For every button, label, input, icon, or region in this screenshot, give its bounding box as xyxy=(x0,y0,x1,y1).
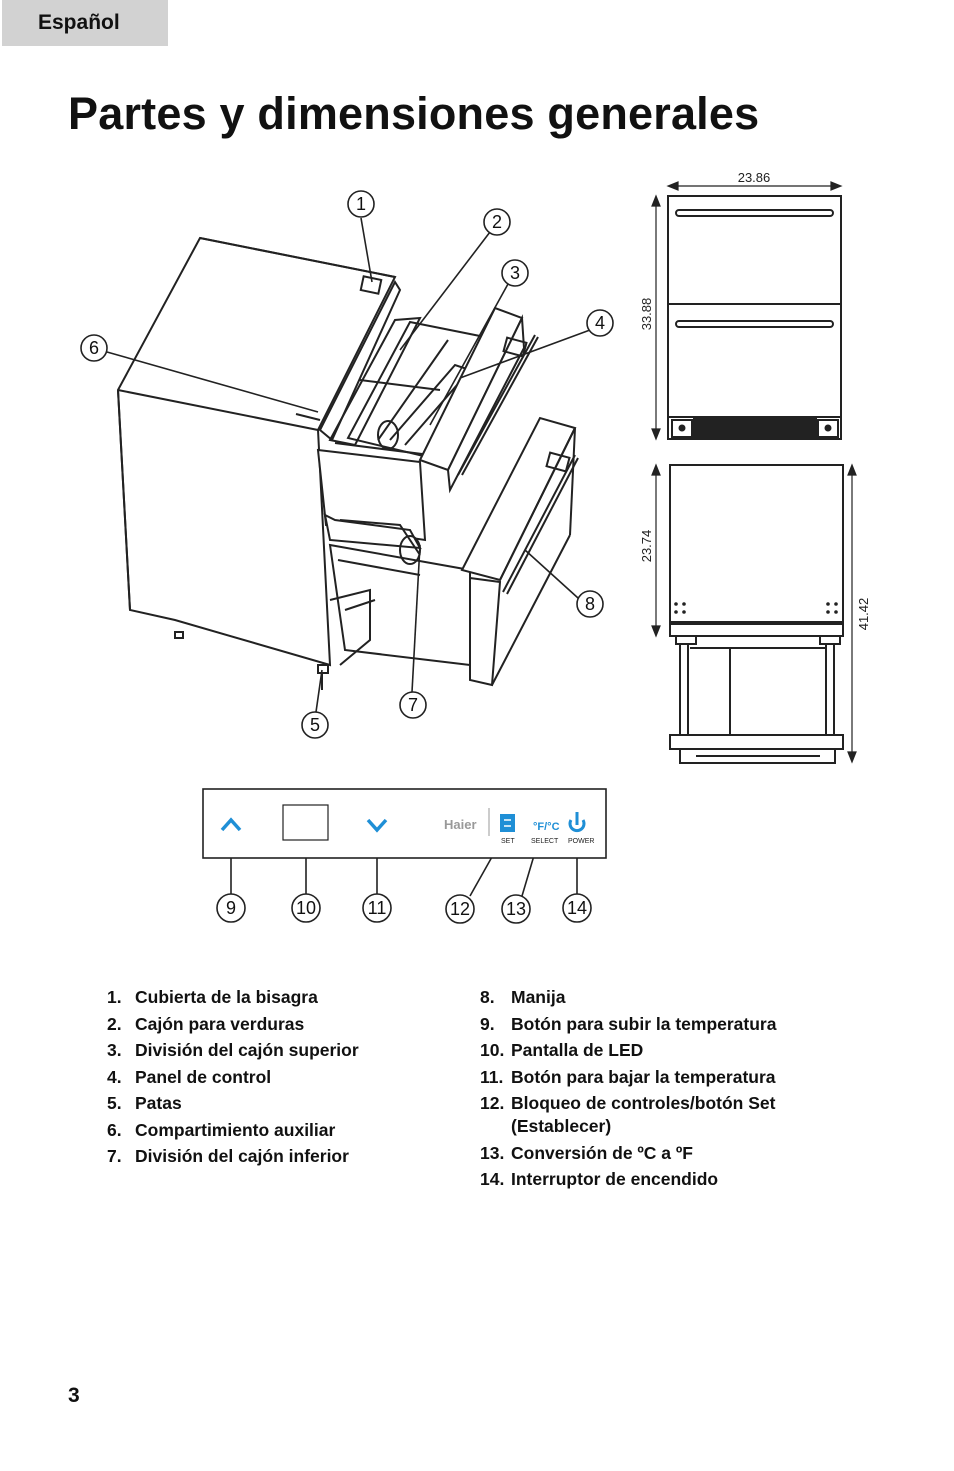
svg-text:2: 2 xyxy=(492,212,502,232)
callout-3: 3 xyxy=(501,259,529,287)
control-panel-diagram: Haier SET °F/°C SELECT POWER xyxy=(202,788,607,859)
list-item: 7.División del cajón inferior xyxy=(107,1146,349,1166)
depth-dimension: 23.74 xyxy=(639,530,654,563)
height-dimension: 33.88 xyxy=(639,298,654,331)
list-item: 4.Panel de control xyxy=(107,1066,272,1087)
front-view-drawing xyxy=(667,195,842,440)
svg-text:7: 7 xyxy=(408,695,418,715)
callout-13: 13 xyxy=(501,894,531,924)
callout-markers: 1 2 3 4 5 6 7 8 9 10 11 12 13 14 xyxy=(80,190,614,924)
parts-list-right: 8.Manija 9.Botón para subir la temperatu… xyxy=(480,986,840,1195)
temp-down-icon xyxy=(366,818,388,833)
callout-1: 1 xyxy=(347,190,375,218)
callout-7: 7 xyxy=(399,691,427,719)
parts-list-left: 1.Cubierta de la bisagra 2.Cajón para ve… xyxy=(107,986,447,1172)
callout-6: 6 xyxy=(80,334,108,362)
side-view-drawing xyxy=(669,464,844,764)
list-item: 9.Botón para subir la temperatura xyxy=(480,1013,777,1034)
list-item: 13.Conversión de ºC a ºF xyxy=(480,1142,693,1163)
led-display xyxy=(282,804,329,841)
list-item: 11.Botón para bajar la temperatura xyxy=(480,1066,776,1087)
svg-text:9: 9 xyxy=(226,898,236,918)
callout-10: 10 xyxy=(291,893,321,923)
svg-text:4: 4 xyxy=(595,313,605,333)
list-item: 2.Cajón para verduras xyxy=(107,1013,305,1034)
list-item: 6.Compartimiento auxiliar xyxy=(107,1119,336,1140)
svg-text:5: 5 xyxy=(310,715,320,735)
list-item: 10.Pantalla de LED xyxy=(480,1040,644,1060)
svg-text:14: 14 xyxy=(567,898,587,918)
svg-text:8: 8 xyxy=(585,594,595,614)
depth-open-dimension: 41.42 xyxy=(856,598,871,631)
svg-text:3: 3 xyxy=(510,263,520,283)
svg-text:11: 11 xyxy=(368,898,387,918)
svg-text:POWER: POWER xyxy=(568,838,594,845)
language-tab: Español xyxy=(2,0,168,46)
page-title: Partes y dimensiones generales xyxy=(68,88,760,139)
callout-12: 12 xyxy=(445,894,475,924)
side-view-dots xyxy=(674,602,838,614)
brand-logo: Haier xyxy=(444,817,477,832)
svg-text:SET: SET xyxy=(501,838,515,845)
list-item: 5.Patas xyxy=(107,1093,182,1113)
list-item: 1.Cubierta de la bisagra xyxy=(107,987,318,1007)
front-view-dimensions xyxy=(651,181,843,441)
list-item: 12.Bloqueo de controles/botón Set (Estab… xyxy=(480,1093,776,1136)
unit-isometric-drawing xyxy=(116,236,579,690)
callout-11: 11 xyxy=(362,893,392,923)
callout-2: 2 xyxy=(483,208,511,236)
callout-8: 8 xyxy=(576,590,604,618)
temp-up-icon xyxy=(220,817,242,832)
callout-5: 5 xyxy=(301,711,329,739)
set-lock-icon xyxy=(500,814,515,832)
callout-14: 14 xyxy=(562,893,592,923)
svg-text:13: 13 xyxy=(506,899,526,919)
svg-text:6: 6 xyxy=(89,338,99,358)
width-dimension: 23.86 xyxy=(738,170,771,185)
side-view-dimensions xyxy=(651,463,857,764)
svg-text:10: 10 xyxy=(296,898,316,918)
callout-9: 9 xyxy=(216,893,246,923)
svg-text:SELECT: SELECT xyxy=(531,838,559,845)
svg-text:1: 1 xyxy=(356,194,366,214)
callout-4: 4 xyxy=(586,309,614,337)
list-item: 14.Interruptor de encendido xyxy=(480,1169,719,1189)
page-number: 3 xyxy=(68,1384,80,1407)
list-item: 8.Manija xyxy=(480,987,566,1007)
unit-toggle-icon: °F/°C xyxy=(533,821,560,833)
svg-text:12: 12 xyxy=(450,899,470,919)
power-icon xyxy=(568,819,586,833)
parts-diagram: 1 2 3 4 5 6 7 8 9 10 11 12 13 14 23.86 3… xyxy=(80,170,871,924)
list-item: 3.División del cajón superior xyxy=(107,1040,359,1060)
